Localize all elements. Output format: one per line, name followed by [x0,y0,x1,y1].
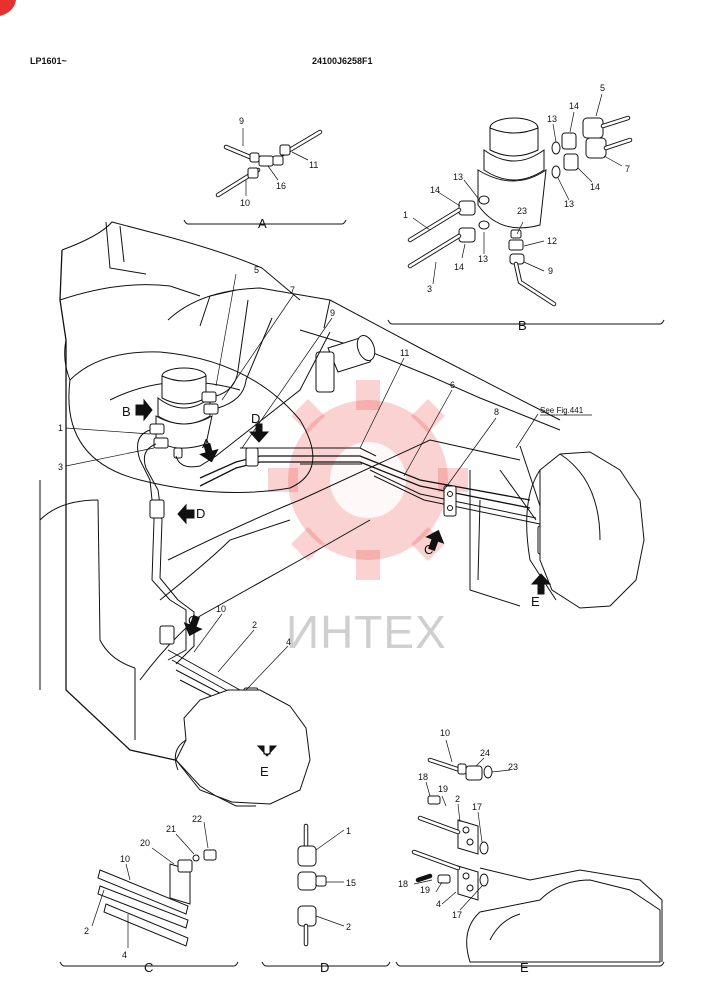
callout-main-c9: 9 [330,308,335,318]
callout-detail-a-c10: 10 [240,198,250,208]
callout-main-c1: 1 [58,423,63,433]
callout-detail-b-c3: 3 [427,284,432,294]
callout-detail-c-c20: 20 [140,838,150,848]
callout-detail-b-c13d: 13 [478,254,488,264]
callout-main-c8: 8 [494,407,499,417]
detail-c: 22 21 20 10 2 4 C [59,814,239,975]
arrow-b-icon [135,398,153,422]
section-b-label: B [518,318,527,333]
callout-detail-e-c18b: 18 [398,879,408,889]
callout-detail-b-c14c: 14 [430,185,440,195]
detail-e: 10 24 23 18 19 2 17 18 19 4 17 E [395,728,665,975]
callout-detail-b-c12: 12 [547,236,557,246]
section-a-label: A [258,216,267,231]
see-fig-reference: See Fig.441 [540,406,584,415]
callout-detail-e-c2: 2 [455,794,460,804]
callout-detail-b-c13b: 13 [564,199,574,209]
callout-detail-e-c4: 4 [436,899,441,909]
callout-detail-b-c9: 9 [548,266,553,276]
callout-detail-d-c1: 1 [346,826,351,836]
arrow-c-down-icon [183,614,203,637]
callout-detail-e-c19a: 19 [438,784,448,794]
arrow-c-icon [425,529,445,552]
callout-detail-c-c21: 21 [166,824,176,834]
header-part-number: 24100J6258F1 [312,56,373,66]
callout-detail-e-c18a: 18 [418,772,428,782]
callout-detail-d-c15: 15 [346,878,356,888]
view-label-c2: C [188,613,197,628]
view-label-e2: E [260,764,269,779]
arrow-d-left-icon [177,503,195,525]
arrow-a-icon [199,442,219,463]
callout-detail-b-c13c: 13 [453,172,463,182]
section-e-label: E [520,960,529,975]
callout-detail-b-c1: 1 [403,210,408,220]
section-c-label: C [144,960,153,975]
detail-a: 9 11 16 10 A [183,116,347,231]
callout-detail-a-c16: 16 [276,181,286,191]
view-label-c1: C [424,542,433,557]
view-label-d1: D [251,411,260,426]
arrow-d-icon [248,423,270,443]
callout-main-c4: 4 [286,637,291,647]
watermark-logo-icon [268,380,468,580]
callout-detail-a-c11: 11 [309,160,318,170]
arrow-e-up-icon [256,745,278,757]
callout-main-c11: 11 [400,348,409,358]
callout-detail-e-c17b: 17 [452,910,462,920]
corner-mark-icon [0,0,16,16]
callout-detail-b-c5: 5 [600,83,605,93]
callout-detail-c-c2: 2 [84,926,89,936]
callout-main-c7: 7 [290,285,295,295]
callout-detail-b-c14b: 14 [590,182,600,192]
detail-b: 5 14 13 7 14 13 13 14 1 23 12 14 13 3 9 … [387,83,665,333]
header-model-range: LP1601~ [30,56,67,66]
callout-main-c6: 6 [450,380,455,390]
callout-detail-c-c22: 22 [192,814,202,824]
callout-main-c3: 3 [58,462,63,472]
section-d-label: D [320,960,329,975]
view-label-b: B [122,404,131,419]
view-label-a: A [202,436,211,451]
view-label-e1: E [531,594,540,609]
view-label-d2: D [196,506,205,521]
callout-detail-e-c17a: 17 [472,802,482,812]
callout-detail-b-c13a: 13 [547,114,557,124]
main-assembly: 5 7 9 1 3 11 6 8 10 2 4 See Fig.441 B A … [39,221,645,807]
callout-detail-e-c23: 23 [508,762,518,772]
callout-detail-a-c9: 9 [239,116,244,126]
callout-detail-c-c4: 4 [122,950,127,960]
callout-detail-b-c14d: 14 [454,262,464,272]
callout-detail-b-c7: 7 [625,164,630,174]
callout-detail-b-c14a: 14 [569,101,579,111]
callout-main-c10: 10 [216,604,226,614]
watermark-text: ИНТЕХ [286,606,447,658]
callout-detail-e-c24: 24 [480,748,490,758]
callout-main-c5: 5 [254,265,259,275]
callout-detail-d-c2: 2 [346,922,351,932]
detail-d: 1 15 2 D [261,823,391,975]
callout-detail-e-c10: 10 [440,728,450,738]
arrow-e-icon [530,573,552,595]
callout-detail-b-c23: 23 [517,206,527,216]
callout-detail-e-c19b: 19 [420,885,430,895]
callout-detail-c-c10: 10 [120,854,130,864]
callout-main-c2: 2 [252,620,257,630]
